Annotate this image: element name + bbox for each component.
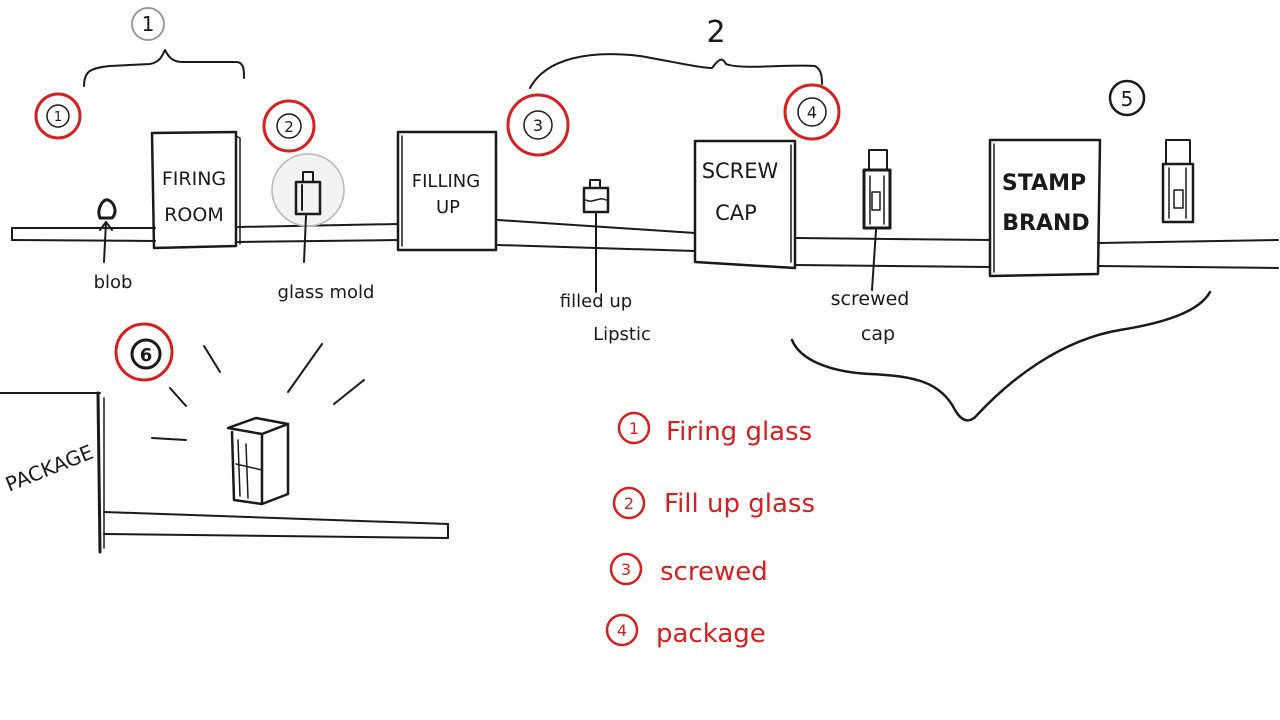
station-stamp-brand-line2: BRAND [1002,211,1089,236]
step-marker-6: 6 [114,322,174,382]
group-1-label: 1 [142,12,155,36]
svg-text:3: 3 [533,116,543,135]
group-5-label: 5 [1121,87,1134,111]
screwed-cap-item: screwed cap [831,149,910,345]
svg-text:2: 2 [284,118,294,136]
group-5: 5 [1108,79,1146,117]
group-2: 2 [529,15,823,89]
legend-item-4-text: package [656,619,766,649]
legend-item-4: 4 package [605,613,766,649]
svg-text:1: 1 [629,419,639,438]
step-marker-2: 2 [262,99,316,153]
station-screw-cap-line2: CAP [715,201,757,225]
station-screw-cap: SCREW CAP [693,139,797,270]
legend-item-1-text: Firing glass [666,417,812,447]
station-stamp-brand-line1: STAMP [1002,171,1086,196]
legend-item-2: 2 Fill up glass [612,486,815,520]
svg-text:3: 3 [621,560,631,579]
station-stamp-brand: STAMP BRAND [988,138,1102,278]
filled-lipstick-label-line2: Lipstic [593,324,651,345]
svg-text:4: 4 [617,621,627,640]
blob-label: blob [94,272,133,293]
blob-item: blob [94,198,133,293]
screwed-cap-label-line1: screwed [831,288,910,310]
station-filling-up-line1: FILLING [412,171,480,192]
filled-lipstick-item: filled up Lipstic [560,179,651,345]
step-marker-3: 3 [506,93,570,157]
filled-lipstick-label-line1: filled up [560,291,632,312]
legend-item-3: 3 screwed [609,552,768,587]
legend-item-1: 1 Firing glass [617,411,812,447]
glass-mold-item: glass mold [271,153,375,303]
legend-item-2-text: Fill up glass [664,489,815,519]
step-marker-1: 1 [34,92,82,140]
svg-text:4: 4 [807,103,817,122]
station-firing-room: FIRING ROOM [150,130,241,250]
svg-text:2: 2 [624,494,634,513]
group-1: 1 [83,7,245,87]
station-screw-cap-line1: SCREW [702,159,779,183]
svg-text:1: 1 [54,110,62,125]
stamped-lipstick-item [1161,139,1195,224]
station-firing-room-line1: FIRING [162,168,226,190]
screwed-cap-label-line2: cap [861,323,895,345]
step-marker-4: 4 [783,83,841,141]
station-filling-up-line2: UP [436,197,460,218]
station-package-label: PACKAGE [2,440,97,497]
station-firing-room-line2: ROOM [164,204,224,226]
svg-text:6: 6 [140,345,153,366]
legend: 1 Firing glass 2 Fill up glass 3 screwed… [605,411,815,649]
glass-mold-label: glass mold [278,282,375,303]
group-4-5-brace [790,290,1212,422]
group-2-label: 2 [706,15,725,50]
station-filling-up: FILLING UP [396,130,498,252]
station-package: PACKAGE [0,343,449,554]
legend-item-3-text: screwed [660,557,768,587]
